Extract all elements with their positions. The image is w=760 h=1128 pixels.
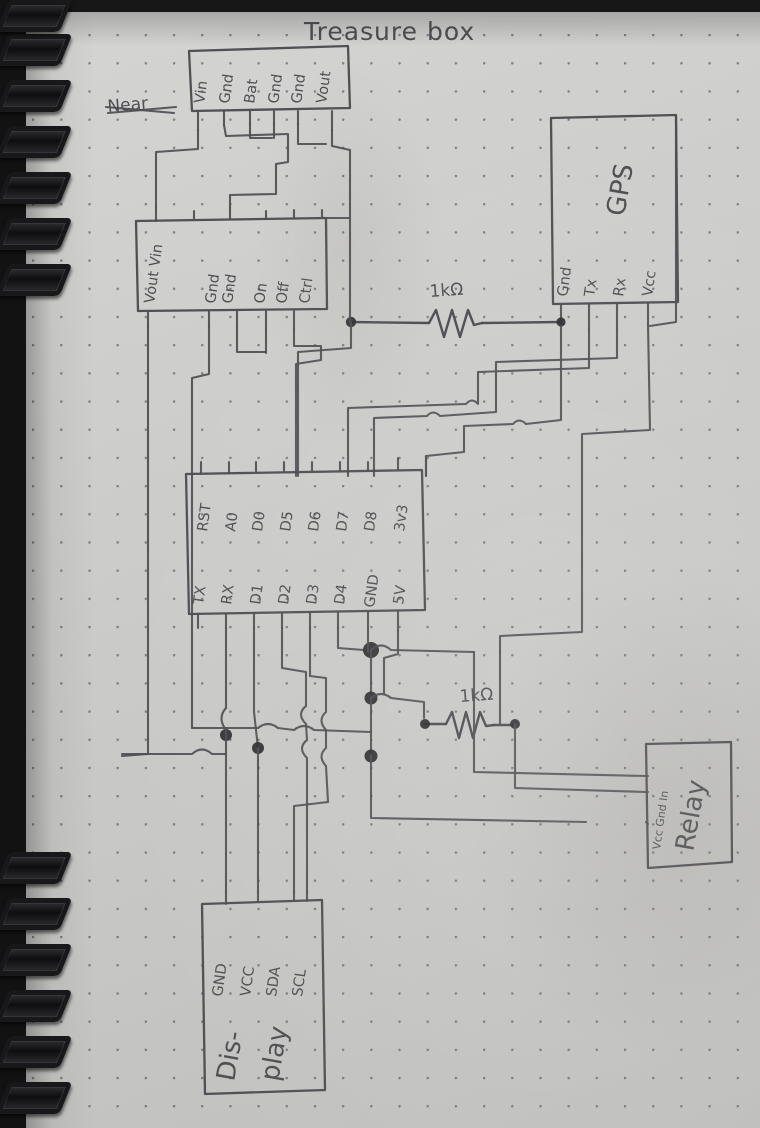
svg-text:D2: D2 bbox=[276, 583, 295, 605]
svg-text:5V: 5V bbox=[391, 584, 410, 605]
power-switch-module[interactable]: Vout Vin Gnd Gnd On Off Ctrl bbox=[134, 206, 352, 332]
relay-label: Relay bbox=[670, 778, 712, 854]
svg-text:D0: D0 bbox=[250, 510, 269, 532]
svg-text:D4: D4 bbox=[332, 583, 351, 605]
display-label-line1: Dis- bbox=[211, 1029, 249, 1084]
svg-text:D6: D6 bbox=[306, 510, 325, 532]
svg-text:GND: GND bbox=[210, 962, 230, 997]
svg-text:RX: RX bbox=[219, 583, 238, 605]
svg-text:Gnd: Gnd bbox=[220, 273, 240, 305]
spiral-binding bbox=[0, 0, 73, 1128]
svg-text:D3: D3 bbox=[304, 583, 323, 605]
svg-text:GND: GND bbox=[362, 573, 382, 608]
junction-dot bbox=[420, 719, 430, 729]
microcontroller[interactable]: RST A0 D0 D5 D6 D7 D8 3v3 TX RX D1 D2 D3… bbox=[184, 456, 427, 634]
svg-text:TX: TX bbox=[191, 585, 210, 607]
svg-text:On: On bbox=[252, 282, 271, 305]
svg-text:D1: D1 bbox=[248, 583, 267, 605]
svg-text:A0: A0 bbox=[223, 511, 242, 532]
svg-text:Rx: Rx bbox=[611, 276, 629, 297]
svg-text:Vcc Gnd In: Vcc Gnd In bbox=[650, 790, 671, 851]
resistor-r2-value: 1kΩ bbox=[459, 685, 494, 707]
svg-text:D7: D7 bbox=[334, 510, 353, 532]
binding-ring bbox=[0, 944, 73, 976]
binding-ring bbox=[0, 898, 73, 930]
svg-text:Gnd: Gnd bbox=[266, 73, 286, 105]
pencil-schematic: Treasure box Near Vin Gnd Bat Gnd Gnd Vo… bbox=[104, 17, 734, 1096]
svg-text:Vout Vin: Vout Vin bbox=[142, 243, 166, 305]
binding-ring bbox=[0, 990, 73, 1022]
binding-ring bbox=[0, 1036, 73, 1068]
svg-text:RST: RST bbox=[195, 502, 215, 532]
svg-text:SDA: SDA bbox=[264, 966, 284, 998]
resistor-r1-value: 1kΩ bbox=[429, 280, 464, 302]
resistor-r1: 1kΩ bbox=[348, 280, 562, 339]
charger-module[interactable]: Vin Gnd Bat Gnd Gnd Vout bbox=[187, 44, 352, 132]
binding-ring bbox=[0, 0, 73, 32]
svg-text:Gnd: Gnd bbox=[289, 73, 309, 105]
svg-text:Gnd: Gnd bbox=[217, 73, 237, 105]
svg-text:VCC: VCC bbox=[238, 965, 258, 997]
svg-text:SCL: SCL bbox=[290, 968, 310, 997]
svg-text:Bat: Bat bbox=[242, 78, 261, 105]
svg-text:3v3: 3v3 bbox=[392, 504, 412, 533]
binding-ring bbox=[0, 852, 73, 884]
struck-out-note: Near bbox=[104, 94, 178, 117]
binding-ring bbox=[0, 264, 73, 296]
svg-text:Gnd: Gnd bbox=[555, 266, 575, 298]
relay-module[interactable]: Relay Vcc Gnd In bbox=[644, 740, 734, 870]
svg-text:Tx: Tx bbox=[582, 278, 600, 299]
svg-text:D5: D5 bbox=[278, 510, 297, 532]
junction-dot bbox=[556, 317, 566, 327]
desk-surface-top bbox=[0, 0, 760, 14]
svg-text:D8: D8 bbox=[362, 510, 381, 532]
display-module[interactable]: GND VCC SDA SCL Dis- play bbox=[200, 890, 327, 1096]
gps-module[interactable]: GPS Gnd Tx Rx Vcc bbox=[549, 113, 680, 332]
binding-ring bbox=[0, 218, 73, 250]
binding-ring bbox=[0, 172, 73, 204]
binding-ring bbox=[0, 34, 73, 66]
display-label-line2: play bbox=[255, 1024, 294, 1083]
svg-text:Ctrl: Ctrl bbox=[297, 277, 316, 305]
svg-text:Vin: Vin bbox=[192, 80, 211, 105]
binding-ring bbox=[0, 80, 73, 112]
svg-text:Vcc: Vcc bbox=[640, 270, 659, 298]
binding-ring bbox=[0, 1082, 73, 1114]
svg-text:Gnd: Gnd bbox=[203, 273, 223, 305]
svg-text:Off: Off bbox=[274, 280, 293, 304]
binding-ring bbox=[0, 126, 73, 158]
gps-label: GPS bbox=[601, 161, 640, 218]
svg-text:Vout: Vout bbox=[314, 70, 334, 105]
page-title: Treasure box bbox=[303, 17, 475, 46]
